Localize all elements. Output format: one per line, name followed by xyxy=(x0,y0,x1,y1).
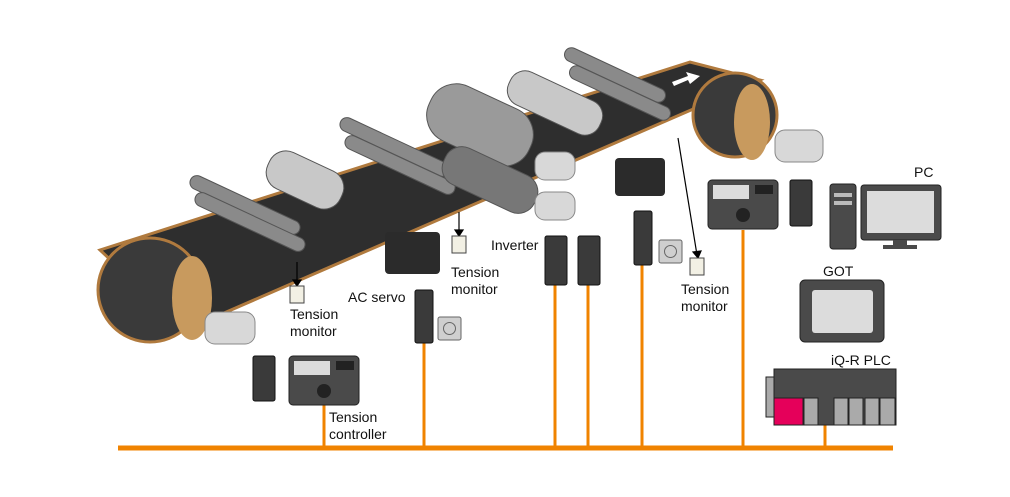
label-line: Tension xyxy=(451,264,500,280)
plc-label: iQ-R PLC xyxy=(831,352,891,368)
label-line: monitor xyxy=(451,281,498,297)
tension-controller-icon xyxy=(288,355,360,406)
ac-servo-label: AC servo xyxy=(348,289,406,305)
inverter-label: Inverter xyxy=(491,237,539,253)
tension-monitor-icon xyxy=(289,235,705,304)
label-line: monitor xyxy=(681,298,728,314)
label-line: Tension xyxy=(681,281,730,297)
label-line: monitor xyxy=(290,323,337,339)
got-label: GOT xyxy=(823,263,854,279)
pc-icon xyxy=(829,183,942,250)
tension-controller-icon xyxy=(707,179,779,230)
plc-icon xyxy=(765,368,897,426)
servo-motor-icon xyxy=(437,239,683,341)
rollers xyxy=(189,47,672,252)
inverter-icon xyxy=(252,179,813,402)
pc-label: PC xyxy=(914,164,934,180)
label-line: Tension xyxy=(290,306,339,322)
servo-amplifier-icon xyxy=(414,210,653,344)
label-line: Tension xyxy=(329,409,378,425)
label-line: controller xyxy=(329,426,387,442)
network-bus xyxy=(118,230,893,451)
tension-sensor-arrows xyxy=(291,137,702,288)
motors xyxy=(204,129,824,345)
got-icon xyxy=(799,279,885,343)
